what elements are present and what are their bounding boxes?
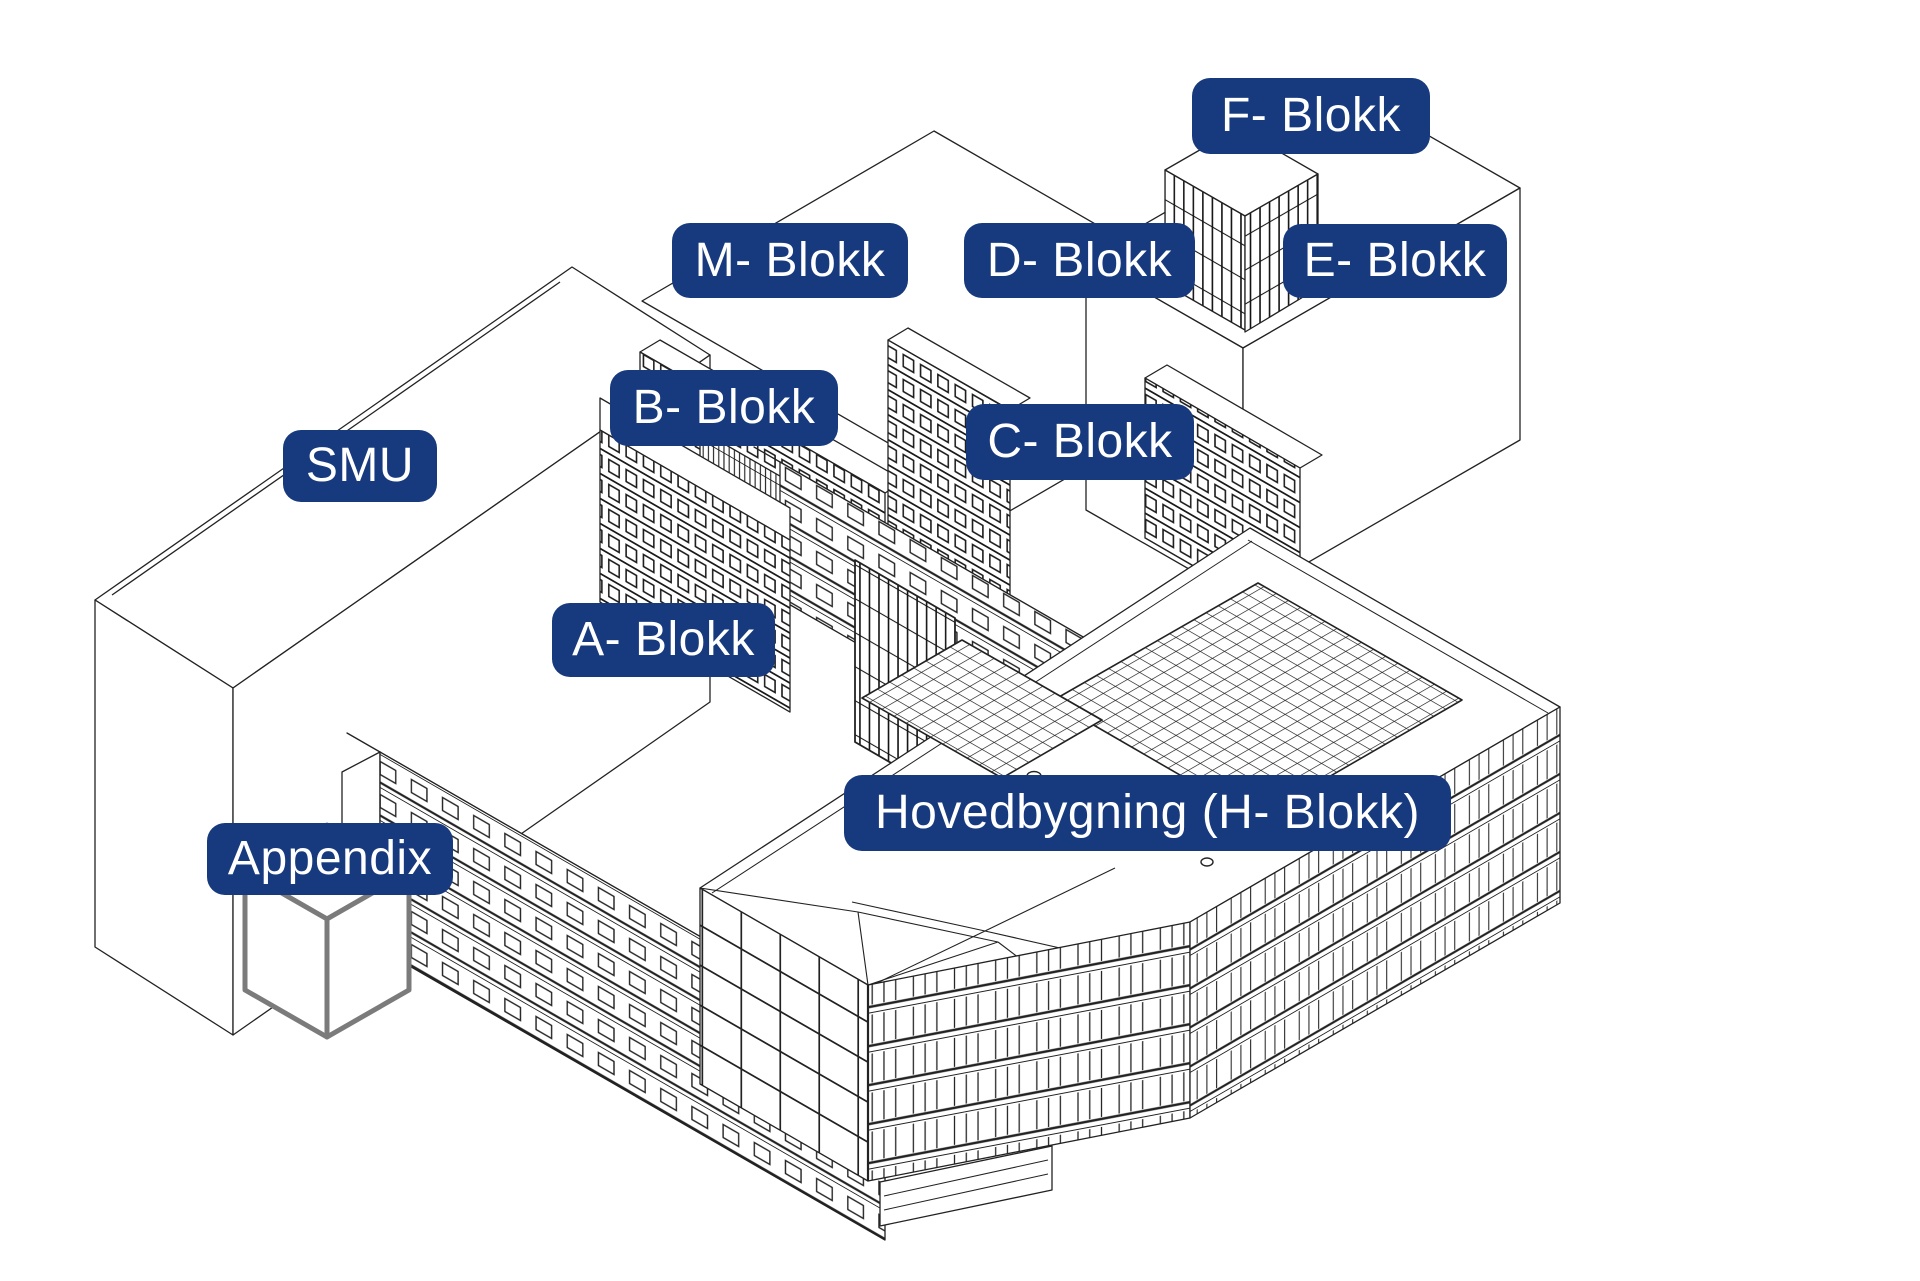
label-smu: SMU (283, 430, 437, 502)
label-b-blokk: B- Blokk (610, 370, 838, 446)
label-h-blokk: Hovedbygning (H- Blokk) (844, 775, 1451, 851)
label-c-blokk: C- Blokk (966, 404, 1194, 480)
building-h-outline (699, 527, 1561, 1227)
label-e-blokk: E- Blokk (1283, 224, 1507, 298)
label-d-blokk: D- Blokk (964, 223, 1195, 298)
label-f-blokk: F- Blokk (1192, 78, 1430, 154)
label-a-blokk: A- Blokk (552, 603, 775, 677)
label-appendix: Appendix (207, 823, 453, 895)
label-m-blokk: M- Blokk (672, 223, 908, 298)
